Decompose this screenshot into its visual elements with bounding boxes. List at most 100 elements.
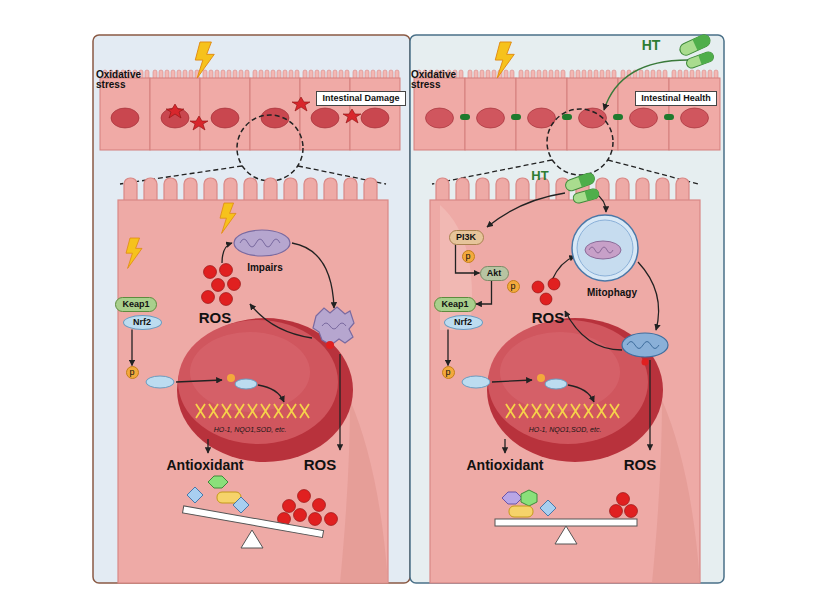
ros-dot	[548, 278, 560, 290]
node-text: Keap1	[122, 300, 149, 309]
balance-scale-tilted	[183, 476, 338, 548]
pathway-arrow	[250, 304, 312, 338]
antioxidant-label: Antioxidant	[167, 458, 244, 473]
dna-helix	[287, 404, 296, 418]
compound-label: HT	[531, 169, 548, 183]
nrf2-phospho	[146, 374, 567, 389]
epithelium-healthy	[414, 70, 720, 150]
epithelium-healthy	[465, 78, 516, 150]
protein-pill: Keap1	[434, 297, 476, 312]
balance-scale-tilted	[309, 513, 322, 526]
node-text: p	[129, 368, 134, 377]
epithelium-healthy	[618, 78, 669, 150]
dna-helix	[222, 404, 231, 418]
phospho-dot: p	[507, 280, 520, 293]
pathway-arrow	[552, 256, 575, 280]
protein-ellipse: Nrf2	[444, 315, 483, 330]
antioxidant-label: Antioxidant	[467, 458, 544, 473]
cell-shade	[652, 400, 700, 583]
pathway-arrow	[176, 380, 222, 382]
nucleus	[488, 320, 648, 444]
ros-dot	[202, 264, 561, 306]
ros-label: ROS	[624, 457, 657, 473]
nrf2-phospho	[462, 376, 490, 388]
ht-capsule	[585, 188, 600, 201]
pathway-arrow	[176, 193, 659, 453]
balance-scale-tilted	[208, 476, 228, 488]
node-text: Intestinal Health	[641, 94, 711, 103]
damage-mark	[343, 109, 361, 123]
zoom-circle	[237, 115, 303, 181]
balance-scale-level	[555, 526, 577, 544]
balance-scale-level	[521, 490, 537, 506]
nucleus	[178, 320, 338, 444]
balance-scale-level	[610, 493, 638, 518]
phospho-dot: p	[442, 366, 455, 379]
pathway-connector	[131, 330, 132, 366]
pathway-arrow	[222, 243, 232, 263]
balance-scale-level	[509, 506, 533, 517]
damaged-mitochondrion	[326, 341, 334, 349]
healthy-mitochondrion	[642, 359, 649, 366]
balance-scale-tilted	[298, 490, 311, 503]
balance-scale-level	[610, 505, 623, 518]
ros-dot	[212, 279, 225, 292]
epithelium-damaged	[200, 78, 250, 150]
dna-helix	[584, 404, 593, 418]
pathway-arrow	[207, 439, 208, 453]
dna-helix	[274, 404, 283, 418]
node-text: p	[510, 282, 515, 291]
dna-helix	[506, 404, 619, 418]
gene-label: HO-1, NQO1,SOD, etc.	[529, 426, 602, 433]
balance-scale-level	[625, 505, 638, 518]
ros-dot	[220, 264, 233, 277]
ht-capsule	[572, 188, 600, 204]
status-box: Intestinal Health	[635, 91, 717, 106]
dna-helix	[597, 404, 606, 418]
epithelium-healthy	[477, 108, 505, 128]
epithelium-damaged	[361, 108, 389, 128]
balance-scale-level	[495, 490, 638, 544]
ros-label: ROS	[199, 310, 232, 326]
damaged-mitochondrion	[322, 323, 346, 329]
zoom-circle	[547, 109, 613, 175]
ros-label: ROS	[304, 457, 337, 473]
ros-dot	[220, 293, 233, 306]
epithelium-damaged	[311, 108, 339, 128]
dna-helix	[532, 404, 541, 418]
node-text: PI3K	[456, 233, 476, 242]
dna-helix	[196, 404, 205, 418]
epithelium-damaged	[100, 70, 400, 150]
epithelium-healthy	[669, 78, 720, 150]
stress-label: Oxidative stress	[411, 70, 469, 91]
balance-scale-tilted	[208, 476, 228, 488]
nucleus	[500, 332, 620, 412]
nrf2-phospho	[235, 379, 257, 389]
dna-helix	[519, 404, 528, 418]
epithelium-healthy	[630, 108, 658, 128]
ros-dot	[228, 278, 241, 291]
node-text: Nrf2	[454, 318, 472, 327]
ros-dot	[202, 291, 215, 304]
zoom-line	[432, 160, 552, 184]
node-text: Nrf2	[133, 318, 151, 327]
left-panel	[93, 35, 410, 583]
dna-helix	[209, 404, 218, 418]
pathway-connector	[447, 330, 448, 366]
pathway-arrow	[258, 385, 284, 402]
lightning-bolt	[195, 42, 214, 78]
pathway-arrow	[339, 354, 340, 450]
healthy-mitochondrion	[622, 333, 668, 366]
mitochondrion	[240, 239, 280, 247]
ros-dot	[532, 281, 544, 293]
epithelium-healthy	[460, 114, 470, 120]
balance-scale-tilted	[241, 530, 263, 548]
nrf2-phospho	[537, 374, 545, 382]
dna-helix	[571, 404, 580, 418]
nrf2-phospho	[146, 376, 174, 388]
pathway-arrow	[487, 193, 565, 227]
dna-helix	[300, 404, 309, 418]
compound-label: HT	[642, 38, 661, 53]
